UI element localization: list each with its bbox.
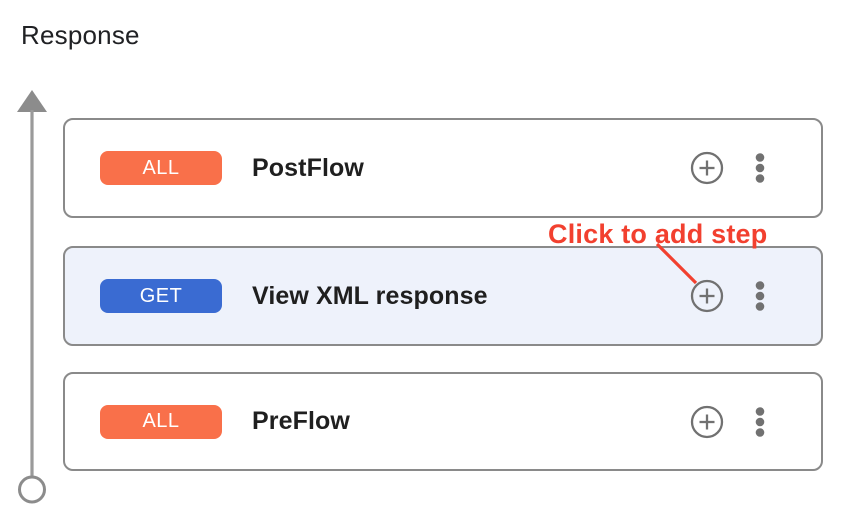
- more-options-button[interactable]: [740, 148, 780, 188]
- more-options-button[interactable]: [740, 276, 780, 316]
- kebab-menu-icon: [755, 406, 765, 437]
- flow-start-circle: [18, 475, 46, 504]
- flow-card-preflow[interactable]: ALL PreFlow: [63, 372, 823, 471]
- page-title: Response: [21, 20, 140, 50]
- flow-card-view-xml-response[interactable]: GET View XML response: [63, 246, 823, 346]
- flow-direction-arrow-icon: [17, 90, 47, 504]
- annotation-click-to-add-step: Click to add step: [548, 219, 768, 249]
- method-badge: ALL: [100, 404, 222, 439]
- method-badge: ALL: [100, 151, 222, 185]
- kebab-menu-icon: [755, 281, 765, 311]
- flow-name: PreFlow: [252, 407, 350, 435]
- plus-circle-icon: [690, 279, 724, 313]
- method-badge: GET: [100, 279, 222, 313]
- flow-card-postflow[interactable]: ALL PostFlow: [63, 118, 823, 218]
- add-step-button[interactable]: [687, 276, 727, 316]
- flow-name: PostFlow: [252, 153, 364, 182]
- plus-circle-icon: [690, 151, 724, 185]
- add-step-button[interactable]: [687, 402, 727, 442]
- flow-name: View XML response: [252, 281, 488, 310]
- add-step-button[interactable]: [687, 148, 727, 188]
- more-options-button[interactable]: [740, 402, 780, 442]
- plus-circle-icon: [690, 405, 724, 438]
- arrowhead-up-icon: [17, 90, 47, 112]
- kebab-menu-icon: [755, 153, 765, 183]
